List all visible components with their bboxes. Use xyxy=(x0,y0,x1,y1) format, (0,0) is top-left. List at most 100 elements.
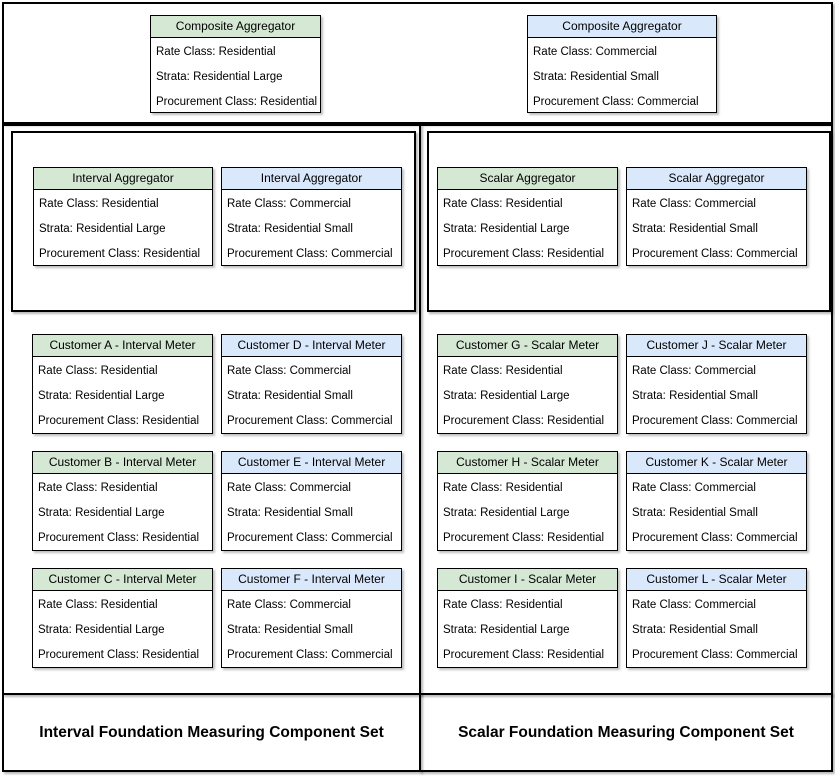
box-body: Rate Class: Commercial Strata: Residenti… xyxy=(627,591,806,668)
strata-attribute: Strata: Residential Small xyxy=(227,507,353,519)
box-body: Rate Class: Commercial Strata: Residenti… xyxy=(222,357,401,434)
rate-class-attribute: Rate Class: Commercial xyxy=(227,198,351,210)
box-body: Rate Class: Residential Strata: Resident… xyxy=(438,190,617,267)
scalar-component-set-label: Scalar Foundation Measuring Component Se… xyxy=(458,724,794,741)
box-title: Customer K - Scalar Meter xyxy=(627,452,806,474)
strata-attribute: Strata: Residential Small xyxy=(632,223,758,235)
box-body: Rate Class: Commercial Strata: Residenti… xyxy=(627,357,806,434)
strata-attribute: Strata: Residential Small xyxy=(227,223,353,235)
box-body: Rate Class: Commercial Strata: Residenti… xyxy=(222,474,401,551)
scalar-aggregator-commercial-box: Scalar Aggregator Rate Class: Commercial… xyxy=(626,167,807,266)
scalar-aggregator-residential-box: Scalar Aggregator Rate Class: Residentia… xyxy=(437,167,618,266)
box-body: Rate Class: Residential Strata: Resident… xyxy=(438,474,617,551)
strata-attribute: Strata: Residential Large xyxy=(38,390,165,402)
strata-attribute: Strata: Residential Small xyxy=(632,390,758,402)
customer-a-interval-meter-box: Customer A - Interval Meter Rate Class: … xyxy=(32,334,213,434)
interval-aggregator-residential-box: Interval Aggregator Rate Class: Resident… xyxy=(33,167,213,266)
customer-j-scalar-meter-box: Customer J - Scalar Meter Rate Class: Co… xyxy=(626,334,807,434)
strata-attribute: Strata: Residential Large xyxy=(156,71,283,83)
customer-b-interval-meter-box: Customer B - Interval Meter Rate Class: … xyxy=(32,451,213,551)
box-body: Rate Class: Residential Strata: Resident… xyxy=(438,591,617,668)
box-body: Rate Class: Residential Strata: Resident… xyxy=(151,38,320,115)
rate-class-attribute: Rate Class: Residential xyxy=(443,365,563,377)
procurement-class-attribute: Procurement Class: Residential xyxy=(38,649,200,661)
composite-aggregator-commercial-box: Composite Aggregator Rate Class: Commerc… xyxy=(527,15,717,113)
rate-class-attribute: Rate Class: Residential xyxy=(38,599,158,611)
rate-class-attribute: Rate Class: Residential xyxy=(38,482,158,494)
strata-attribute: Strata: Residential Small xyxy=(227,390,353,402)
rate-class-attribute: Rate Class: Commercial xyxy=(227,482,351,494)
box-title: Customer L - Scalar Meter xyxy=(627,569,806,591)
strata-attribute: Strata: Residential Small xyxy=(533,71,659,83)
box-title: Customer H - Scalar Meter xyxy=(438,452,617,474)
box-body: Rate Class: Commercial Strata: Residenti… xyxy=(222,190,401,267)
procurement-class-attribute: Procurement Class: Commercial xyxy=(632,415,798,427)
rate-class-attribute: Rate Class: Commercial xyxy=(533,46,657,58)
box-title: Customer C - Interval Meter xyxy=(33,569,212,591)
strata-attribute: Strata: Residential Large xyxy=(443,507,570,519)
box-body: Rate Class: Residential Strata: Resident… xyxy=(33,591,212,668)
procurement-class-attribute: Procurement Class: Commercial xyxy=(227,532,393,544)
rate-class-attribute: Rate Class: Commercial xyxy=(632,365,756,377)
procurement-class-attribute: Procurement Class: Residential xyxy=(156,96,318,108)
strata-attribute: Strata: Residential Small xyxy=(227,624,353,636)
procurement-class-attribute: Procurement Class: Commercial xyxy=(632,248,798,260)
customer-g-scalar-meter-box: Customer G - Scalar Meter Rate Class: Re… xyxy=(437,334,618,434)
box-title: Scalar Aggregator xyxy=(438,168,617,190)
box-title: Customer G - Scalar Meter xyxy=(438,335,617,357)
rate-class-attribute: Rate Class: Residential xyxy=(443,599,563,611)
composite-band-frame xyxy=(2,2,833,124)
customer-i-scalar-meter-box: Customer I - Scalar Meter Rate Class: Re… xyxy=(437,568,618,668)
box-body: Rate Class: Commercial Strata: Residenti… xyxy=(627,190,806,267)
scalar-label-band-frame xyxy=(419,693,833,772)
rate-class-attribute: Rate Class: Residential xyxy=(39,198,159,210)
customer-d-interval-meter-box: Customer D - Interval Meter Rate Class: … xyxy=(221,334,402,434)
rate-class-attribute: Rate Class: Residential xyxy=(38,365,158,377)
box-body: Rate Class: Residential Strata: Resident… xyxy=(33,474,212,551)
box-title: Customer D - Interval Meter xyxy=(222,335,401,357)
rate-class-attribute: Rate Class: Commercial xyxy=(632,198,756,210)
customer-k-scalar-meter-box: Customer K - Scalar Meter Rate Class: Co… xyxy=(626,451,807,551)
box-title: Customer E - Interval Meter xyxy=(222,452,401,474)
procurement-class-attribute: Procurement Class: Residential xyxy=(39,248,201,260)
box-body: Rate Class: Residential Strata: Resident… xyxy=(34,190,212,267)
box-title: Interval Aggregator xyxy=(34,168,212,190)
procurement-class-attribute: Procurement Class: Residential xyxy=(443,415,605,427)
rate-class-attribute: Rate Class: Residential xyxy=(443,198,563,210)
box-title: Customer A - Interval Meter xyxy=(33,335,212,357)
interval-component-set-label: Interval Foundation Measuring Component … xyxy=(39,724,384,741)
procurement-class-attribute: Procurement Class: Residential xyxy=(443,649,605,661)
box-title: Interval Aggregator xyxy=(222,168,401,190)
strata-attribute: Strata: Residential Large xyxy=(38,624,165,636)
customer-l-scalar-meter-box: Customer L - Scalar Meter Rate Class: Co… xyxy=(626,568,807,668)
procurement-class-attribute: Procurement Class: Commercial xyxy=(227,649,393,661)
procurement-class-attribute: Procurement Class: Residential xyxy=(443,532,605,544)
box-body: Rate Class: Residential Strata: Resident… xyxy=(438,357,617,434)
customer-c-interval-meter-box: Customer C - Interval Meter Rate Class: … xyxy=(32,568,213,668)
interval-aggregator-commercial-box: Interval Aggregator Rate Class: Commerci… xyxy=(221,167,402,266)
rate-class-attribute: Rate Class: Commercial xyxy=(227,599,351,611)
procurement-class-attribute: Procurement Class: Residential xyxy=(38,532,200,544)
box-title: Customer F - Interval Meter xyxy=(222,569,401,591)
composite-aggregator-residential-box: Composite Aggregator Rate Class: Residen… xyxy=(150,15,321,113)
scalar-aggregator-group-frame xyxy=(427,131,831,312)
interval-aggregator-group-frame xyxy=(11,131,416,312)
box-body: Rate Class: Commercial Strata: Residenti… xyxy=(222,591,401,668)
box-title: Composite Aggregator xyxy=(151,16,320,38)
strata-attribute: Strata: Residential Large xyxy=(443,624,570,636)
strata-attribute: Strata: Residential Large xyxy=(39,223,166,235)
customer-h-scalar-meter-box: Customer H - Scalar Meter Rate Class: Re… xyxy=(437,451,618,551)
procurement-class-attribute: Procurement Class: Commercial xyxy=(227,415,393,427)
box-body: Rate Class: Commercial Strata: Residenti… xyxy=(627,474,806,551)
box-title: Scalar Aggregator xyxy=(627,168,806,190)
strata-attribute: Strata: Residential Large xyxy=(443,390,570,402)
procurement-class-attribute: Procurement Class: Residential xyxy=(443,248,605,260)
customer-e-interval-meter-box: Customer E - Interval Meter Rate Class: … xyxy=(221,451,402,551)
strata-attribute: Strata: Residential Small xyxy=(632,624,758,636)
rate-class-attribute: Rate Class: Residential xyxy=(443,482,563,494)
box-title: Composite Aggregator xyxy=(528,16,716,38)
rate-class-attribute: Rate Class: Commercial xyxy=(227,365,351,377)
strata-attribute: Strata: Residential Large xyxy=(443,223,570,235)
rate-class-attribute: Rate Class: Commercial xyxy=(632,482,756,494)
